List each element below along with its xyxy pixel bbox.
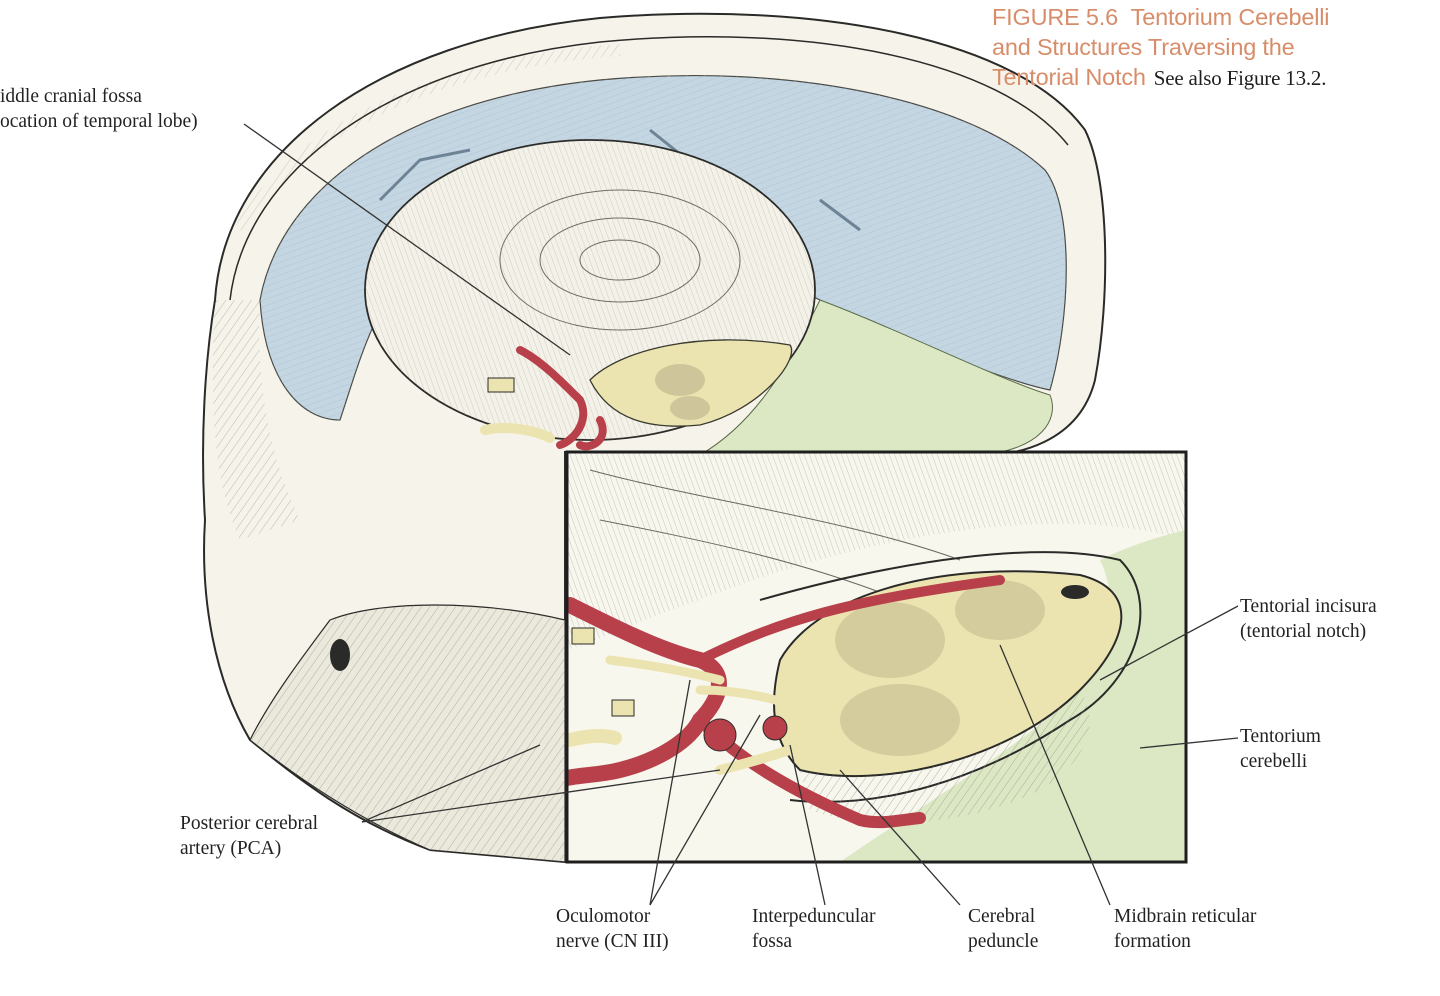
label-midbrain-reticular-formation: Midbrain reticular formation bbox=[1114, 904, 1256, 954]
label-line: nerve (CN III) bbox=[556, 931, 669, 952]
inset-frame bbox=[565, 450, 1188, 864]
label-line: (tentorial notch) bbox=[1240, 621, 1367, 642]
label-tentorial-incisura: Tentorial incisura (tentorial notch) bbox=[1240, 594, 1377, 644]
label-middle-cranial-fossa: iddle cranial fossa ocation of temporal … bbox=[0, 84, 198, 134]
leader-cerebral-peduncle bbox=[839, 769, 961, 906]
leader-pca-1 bbox=[361, 744, 541, 823]
caption-title-line3: Tentorial Notch bbox=[992, 64, 1146, 90]
caption-number: FIGURE 5.6 bbox=[992, 4, 1118, 30]
label-line: Posterior cerebral bbox=[180, 813, 319, 834]
label-line: Tentorial incisura bbox=[1240, 596, 1377, 617]
label-line: Oculomotor bbox=[556, 906, 651, 927]
label-line: Tentorium bbox=[1240, 726, 1321, 747]
leader-tentorium bbox=[1139, 737, 1239, 749]
leader-lines bbox=[243, 123, 1239, 906]
leader-midbrain-rf bbox=[999, 644, 1111, 906]
label-line: cerebelli bbox=[1240, 751, 1308, 772]
caption-title-line2: and Structures Traversing the bbox=[992, 34, 1295, 60]
label-line: peduncle bbox=[968, 931, 1039, 952]
label-oculomotor-nerve: Oculomotor nerve (CN III) bbox=[556, 904, 669, 954]
label-line: fossa bbox=[752, 931, 793, 952]
label-cerebral-peduncle: Cerebral peduncle bbox=[968, 904, 1038, 954]
caption-see-also: See also Figure 13.2. bbox=[1153, 66, 1327, 90]
label-tentorium-cerebelli: Tentorium cerebelli bbox=[1240, 724, 1321, 774]
label-line: iddle cranial fossa bbox=[0, 86, 142, 107]
figure-caption: FIGURE 5.6 Tentorium Cerebelli and Struc… bbox=[992, 2, 1432, 93]
label-line: ocation of temporal lobe) bbox=[0, 111, 198, 132]
leader-pca-2 bbox=[361, 769, 721, 823]
leader-oculomotor-1 bbox=[649, 679, 691, 906]
label-line: artery (PCA) bbox=[180, 838, 282, 859]
temporal-bone-shading bbox=[212, 300, 300, 540]
label-line: Midbrain reticular bbox=[1114, 906, 1257, 927]
inset-magnified-view bbox=[567, 452, 1186, 862]
skull-base-foramen bbox=[330, 639, 350, 671]
leader-oculomotor-2 bbox=[649, 714, 761, 906]
leader-middle-fossa bbox=[243, 123, 571, 356]
label-interpeduncular-fossa: Interpeduncular fossa bbox=[752, 904, 875, 954]
tentorium-region bbox=[698, 299, 1053, 456]
label-line: Interpeduncular bbox=[752, 906, 876, 927]
main-view-midbrain bbox=[480, 339, 793, 451]
caption-title-line1: Tentorium Cerebelli bbox=[1130, 4, 1330, 30]
label-line: formation bbox=[1114, 931, 1191, 952]
label-posterior-cerebral-artery: Posterior cerebral artery (PCA) bbox=[180, 811, 318, 861]
leader-tentorial-incisura bbox=[1099, 605, 1239, 681]
leader-interpeduncular bbox=[789, 744, 826, 906]
label-line: Cerebral bbox=[968, 906, 1036, 927]
